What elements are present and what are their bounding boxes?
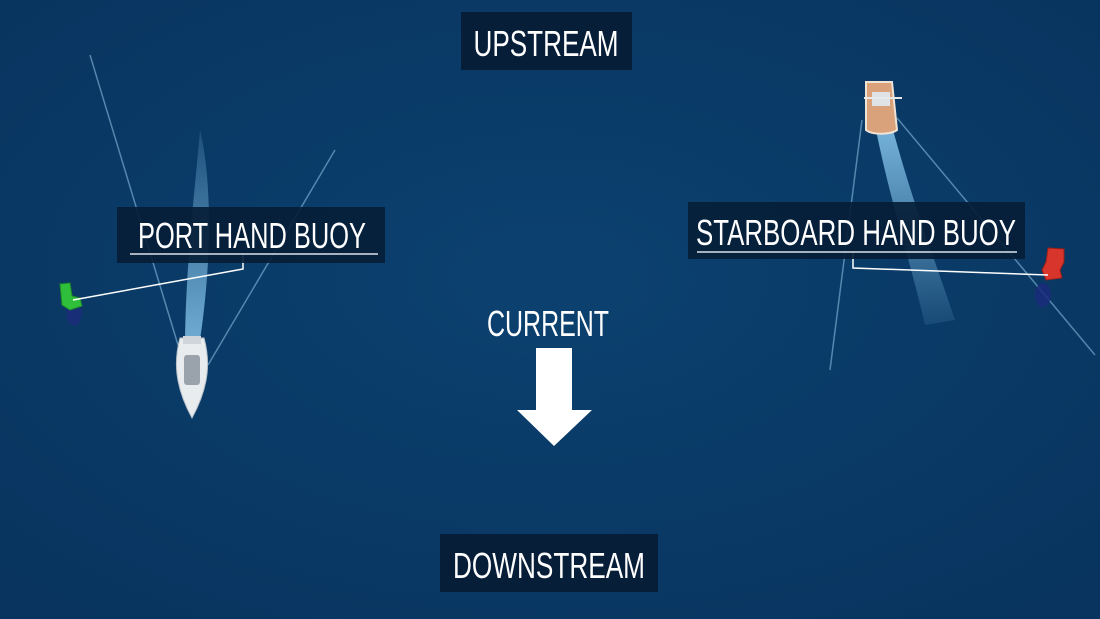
green-buoy-icon — [59, 282, 83, 326]
port-buoy-label: PORT HAND BUOY — [117, 207, 385, 263]
arrow-down-icon — [517, 348, 592, 446]
red-buoy-icon — [1035, 247, 1065, 307]
current-text: CURRENT — [487, 303, 609, 344]
port-buoy-text: PORT HAND BUOY — [138, 215, 366, 256]
starboard-buoy-text: STARBOARD HAND BUOY — [696, 212, 1016, 253]
upstream-text: UPSTREAM — [474, 23, 619, 64]
starboard-boat — [864, 81, 902, 135]
downstream-label: DOWNSTREAM — [440, 534, 658, 592]
downstream-text: DOWNSTREAM — [453, 545, 645, 586]
upstream-label: UPSTREAM — [461, 12, 632, 70]
port-boat — [175, 336, 209, 420]
starboard-buoy-label: STARBOARD HAND BUOY — [688, 202, 1025, 259]
